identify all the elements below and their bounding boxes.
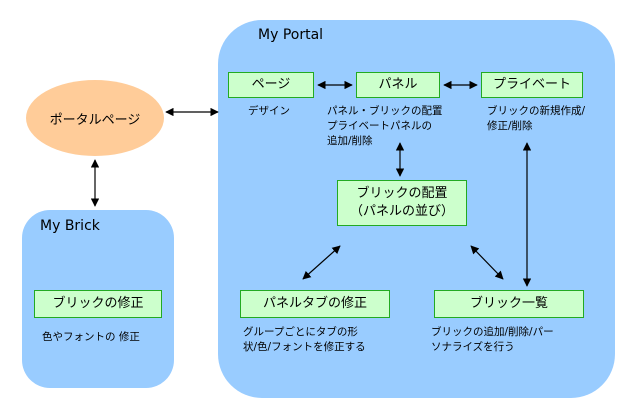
arrow-layout-to-list <box>470 245 504 280</box>
page-note: デザイン <box>248 105 290 117</box>
panel-tab-edit-label: パネルタブの修正 <box>262 296 367 311</box>
page-node: ページ <box>228 72 314 98</box>
panel-note-line: パネル・ブリックの配置 <box>327 105 443 117</box>
brick-edit-label: ブリックの修正 <box>52 296 144 311</box>
panel-tab-edit-note-line: グループごとにタブの形 <box>243 326 358 338</box>
panel-note-line: プライベートパネルの <box>327 120 432 132</box>
portal-page-label: ポータルページ <box>49 112 141 128</box>
brick-edit-node: ブリックの修正 <box>34 290 162 318</box>
private-node: プライベート <box>481 72 583 98</box>
private-note-line: ブリックの新規作成/ <box>487 105 586 117</box>
panel-note-line: 追加/削除 <box>327 135 373 147</box>
panel-note: パネル・ブリックの配置 プライベートパネルの 追加/削除 <box>327 104 443 149</box>
brick-layout-label-line: ブリックの配置 <box>356 186 448 201</box>
panel-node-label: パネル <box>378 77 418 92</box>
page-node-label: ページ <box>251 77 291 92</box>
arrow-layout-to-tabedit <box>302 245 341 280</box>
private-node-label: プライベート <box>492 77 571 92</box>
private-note-line: 修正/削除 <box>487 120 533 132</box>
panel-tab-edit-node: パネルタブの修正 <box>240 290 390 318</box>
brick-list-node: ブリック一覧 <box>434 290 584 318</box>
panel-tab-edit-note: グループごとにタブの形 状/色/フォントを修正する <box>243 325 366 355</box>
brick-edit-note: 色やフォントの 修正 <box>42 331 140 343</box>
panel-node: パネル <box>356 72 440 98</box>
brick-list-note-line: ソナライズを行う <box>431 341 515 353</box>
private-note: ブリックの新規作成/ 修正/削除 <box>487 104 585 134</box>
brick-list-note-line: ブリックの追加/削除/パー <box>431 326 554 338</box>
my-brick-title: My Brick <box>40 218 100 234</box>
portal-page-node: ポータルページ <box>26 80 164 156</box>
my-portal-title: My Portal <box>258 27 324 43</box>
brick-layout-label-line: （パネルの並び） <box>349 204 454 219</box>
brick-list-label: ブリック一覧 <box>469 296 548 311</box>
brick-layout-node: ブリックの配置 （パネルの並び） <box>337 180 467 226</box>
panel-tab-edit-note-line: 状/色/フォントを修正する <box>243 341 366 353</box>
brick-list-note: ブリックの追加/削除/パー ソナライズを行う <box>431 325 554 355</box>
